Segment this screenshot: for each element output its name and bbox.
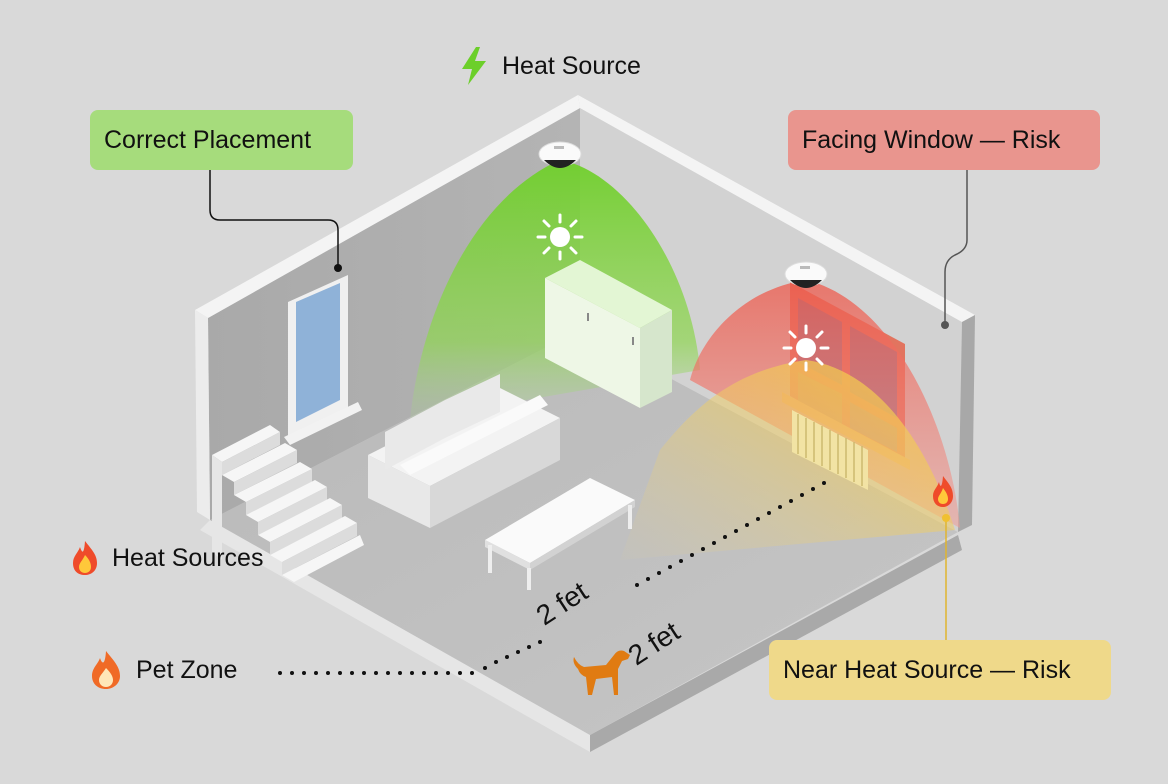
callout-anchor-window (941, 321, 949, 329)
callout-leader-window (944, 170, 968, 325)
title-text: Heat Source (502, 51, 641, 80)
motion-sensor-icon (538, 141, 582, 168)
fire-icon (73, 541, 97, 575)
coffee-table (485, 478, 635, 590)
distance-line-pet (278, 640, 542, 675)
callout-near-heat-source-risk: Near Heat Source — Risk (769, 640, 1111, 700)
callout-anchor-correct (334, 264, 342, 272)
legend-pet-zone: Pet Zone (90, 650, 237, 690)
diagram-title: Heat Source (458, 47, 641, 85)
fire-icon (92, 651, 120, 689)
lightning-bolt-icon (462, 47, 486, 85)
legend-heat-sources: Heat Sources (72, 540, 263, 576)
callout-anchor-heat (942, 514, 950, 522)
callout-correct-placement: Correct Placement (90, 110, 353, 170)
legend-pet-zone-label: Pet Zone (136, 655, 238, 684)
sofa (368, 374, 560, 528)
motion-sensor-icon (784, 261, 828, 288)
stairs (212, 425, 364, 582)
sun-icon (782, 324, 830, 372)
fire-icon (933, 476, 953, 507)
cabinet (545, 260, 672, 408)
sun-icon (536, 213, 584, 261)
left-window (284, 275, 362, 445)
distance-line-sensor (635, 481, 826, 587)
coverage-zone-yellow (620, 360, 955, 560)
callout-leader-correct (209, 170, 339, 268)
legend-heat-sources-label: Heat Sources (112, 543, 264, 572)
radiator (792, 410, 868, 490)
dog-icon (573, 650, 630, 695)
callout-facing-window-risk: Facing Window — Risk (788, 110, 1100, 170)
